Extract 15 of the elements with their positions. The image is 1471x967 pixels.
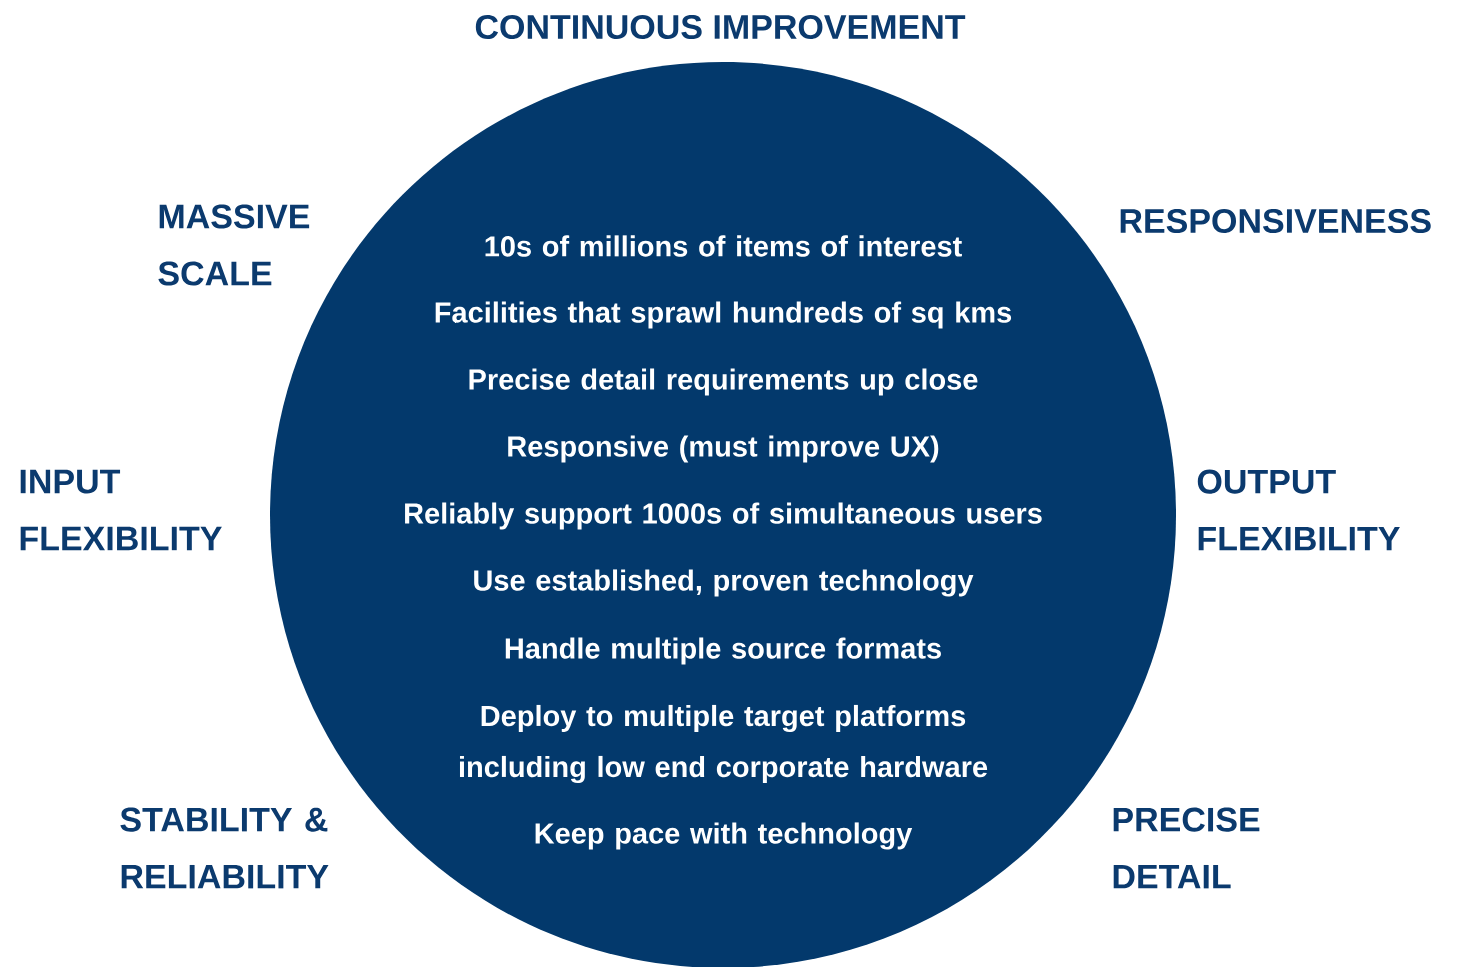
list-item: Facilities that sprawl hundreds of sq kms bbox=[435, 301, 1012, 329]
list-item: Precise detail requirements up close bbox=[469, 368, 978, 396]
list-item: Keep pace with technology bbox=[535, 822, 913, 850]
category-label: STABILITY & RELIABILITY bbox=[120, 807, 329, 889]
list-item: 10s of millions of items of interest bbox=[485, 235, 962, 257]
category-label: RESPONSIVENESS bbox=[1120, 208, 1431, 234]
category-label: MASSIVE SCALE bbox=[158, 204, 310, 286]
list-item: Reliably support 1000s of simultaneous users bbox=[405, 502, 1042, 530]
list-item: Responsive (must improve UX) bbox=[508, 435, 939, 463]
category-label: INPUT FLEXIBILITY bbox=[20, 469, 222, 551]
list-item: Use established, proven technology bbox=[474, 569, 974, 597]
title: CONTINUOUS IMPROVEMENT bbox=[475, 14, 966, 40]
list-item: Handle multiple source formats bbox=[505, 637, 941, 665]
list-item: Deploy to multiple target platforms including low end corporate hardware bbox=[460, 704, 988, 784]
category-label: PRECISE DETAIL bbox=[1113, 807, 1260, 889]
